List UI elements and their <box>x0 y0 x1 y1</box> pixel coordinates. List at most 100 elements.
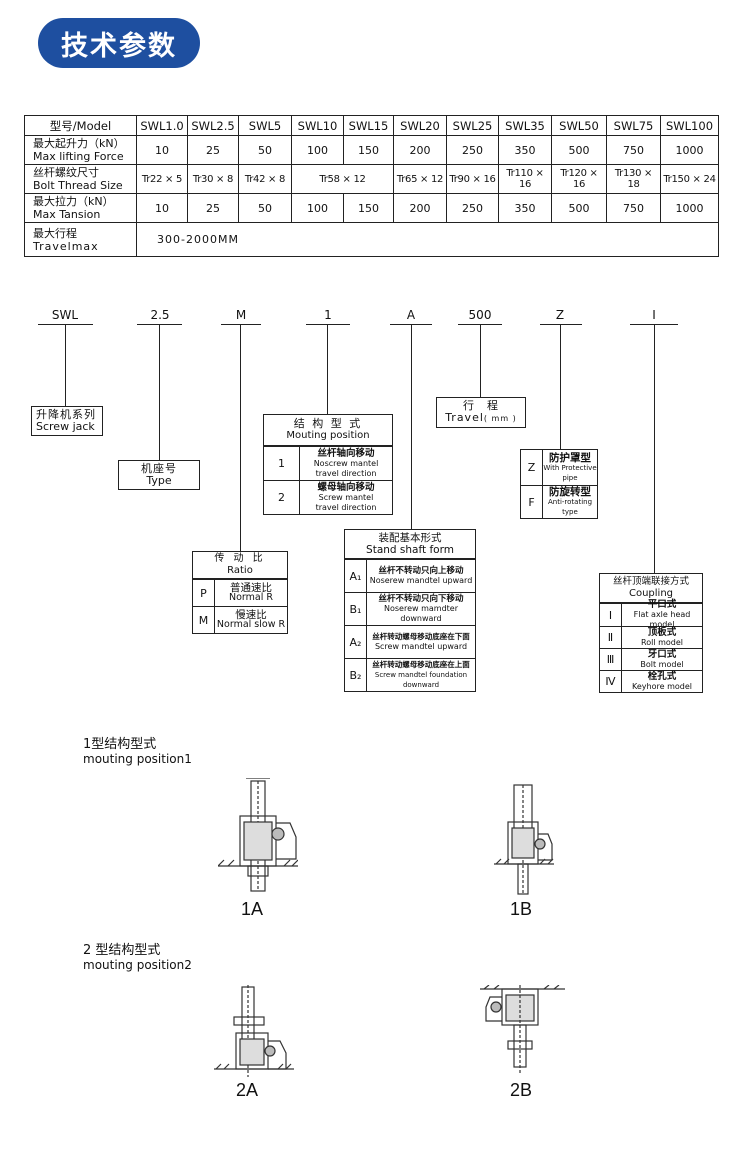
model-label: 型号/Model <box>24 115 137 136</box>
thread-cell: Tr130 × 18 <box>606 164 661 194</box>
lift-cell: 350 <box>498 135 552 165</box>
tension-cell: 100 <box>291 193 344 223</box>
figure-1a-drawing <box>218 778 298 892</box>
model-cell: SWL75 <box>606 115 661 136</box>
tension-cell: 350 <box>498 193 552 223</box>
thread-cell: Tr65 × 12 <box>393 164 447 194</box>
lift-cell: 1000 <box>660 135 719 165</box>
figure-2b-label: 2B <box>509 1080 533 1100</box>
lift-cell: 25 <box>187 135 239 165</box>
tension-cell: 50 <box>238 193 292 223</box>
model-cell: SWL50 <box>551 115 607 136</box>
connector-line <box>654 325 655 573</box>
divider <box>458 324 502 325</box>
lift-row: 最大起升力（kN）Max lifting Force 10 25 50 100 … <box>24 135 719 165</box>
tension-cell: 10 <box>136 193 188 223</box>
thread-cell: Tr30 × 8 <box>187 164 239 194</box>
lift-cell: 750 <box>606 135 661 165</box>
thread-cell: Tr120 × 16 <box>551 164 607 194</box>
model-cell: SWL35 <box>498 115 552 136</box>
connector-line <box>327 325 328 414</box>
figure-1b-label: 1B <box>509 899 533 919</box>
figure-2a-label: 2A <box>235 1080 259 1100</box>
code-part-coupling: I <box>652 308 656 322</box>
figure-2b-drawing <box>480 985 565 1075</box>
lift-cell: 150 <box>343 135 394 165</box>
connector-line <box>411 325 412 529</box>
code-part-travel: 500 <box>468 308 492 322</box>
tension-cell: 150 <box>343 193 394 223</box>
thread-cell: Tr90 × 16 <box>446 164 499 194</box>
code-part-protect: Z <box>555 308 565 322</box>
model-cell: SWL10 <box>291 115 344 136</box>
figure-1a-label: 1A <box>240 899 264 919</box>
thread-cell: Tr22 × 5 <box>136 164 188 194</box>
tension-cell: 200 <box>393 193 447 223</box>
model-cell: SWL1.0 <box>136 115 188 136</box>
section-title: 技术参数 <box>38 18 200 68</box>
figure-2a-drawing <box>214 985 294 1077</box>
lift-cell: 500 <box>551 135 607 165</box>
connector-line <box>159 325 160 461</box>
code-part-mounting: 1 <box>324 308 332 322</box>
tension-cell: 25 <box>187 193 239 223</box>
connector-line <box>480 325 481 398</box>
position2-title: 2 型结构型式 mouting position2 <box>83 943 192 972</box>
model-cell: SWL15 <box>343 115 394 136</box>
code-part-type: 2.5 <box>150 308 170 322</box>
model-cell: SWL25 <box>446 115 499 136</box>
tension-cell: 250 <box>446 193 499 223</box>
model-cell: SWL2.5 <box>187 115 239 136</box>
divider <box>38 324 93 325</box>
model-cell: SWL100 <box>660 115 719 136</box>
spec-table: 型号/Model SWL1.0 SWL2.5 SWL5 SWL10 SWL15 … <box>24 115 719 257</box>
connector-line <box>65 325 66 407</box>
thread-cell: Tr58 × 12 <box>291 164 394 194</box>
connector-line <box>560 325 561 449</box>
lift-label: 最大起升力（kN）Max lifting Force <box>24 135 137 165</box>
lift-cell: 200 <box>393 135 447 165</box>
model-cell: SWL5 <box>238 115 292 136</box>
travel-value: 300-2000MM <box>136 222 719 257</box>
code-part-stand: A <box>406 308 416 322</box>
divider <box>630 324 678 325</box>
model-cell: SWL20 <box>393 115 447 136</box>
figure-1b-drawing <box>494 784 554 895</box>
code-part-series: SWL <box>51 308 79 322</box>
travel-box: 行 程 Travel( mm ) <box>436 397 526 428</box>
divider <box>306 324 350 325</box>
divider <box>540 324 582 325</box>
thread-cell: Tr110 × 16 <box>498 164 552 194</box>
thread-cell: Tr42 × 8 <box>238 164 292 194</box>
lift-cell: 250 <box>446 135 499 165</box>
lift-cell: 100 <box>291 135 344 165</box>
code-part-ratio: M <box>235 308 247 322</box>
connector-line <box>240 325 241 551</box>
tension-cell: 1000 <box>660 193 719 223</box>
divider <box>390 324 432 325</box>
